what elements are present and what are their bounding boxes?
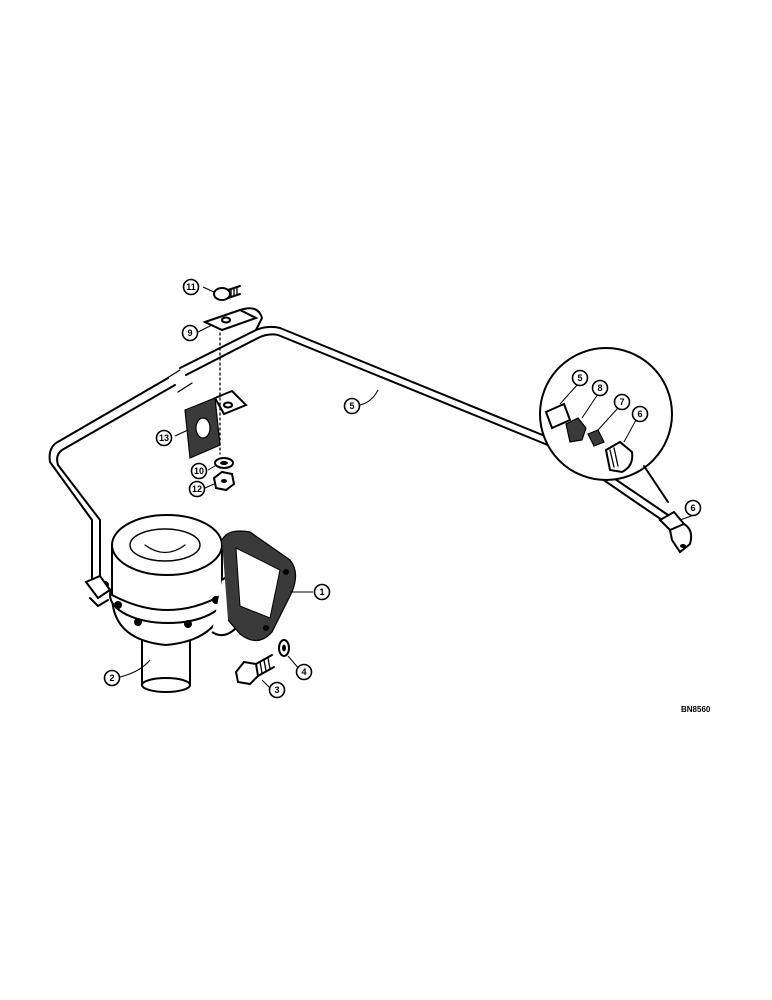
- callout-label: 9: [187, 328, 192, 338]
- bracket-icon: [184, 389, 248, 459]
- clip-icon: [202, 307, 263, 332]
- callout-2: 2: [103, 669, 121, 687]
- callout-label: 12: [192, 484, 202, 494]
- bolt-icon: [234, 654, 275, 686]
- callout-label: 11: [186, 282, 196, 292]
- callout-label: 5: [349, 401, 354, 411]
- callout-5-line: 5: [343, 397, 361, 415]
- callout-1: 1: [313, 583, 331, 601]
- screw-icon: [213, 285, 241, 301]
- callout-4: 4: [295, 663, 313, 681]
- callout-label: 10: [194, 466, 204, 476]
- callout-label: 8: [597, 383, 602, 393]
- elbow-fitting-icon: [658, 510, 693, 554]
- hex-nut-icon: [212, 470, 236, 492]
- reference-code: BN8560: [681, 705, 711, 714]
- callout-label: 4: [301, 667, 306, 677]
- callout-3: 3: [268, 681, 286, 699]
- callout-label: 13: [159, 433, 169, 443]
- callout-5-detail: 5: [571, 369, 589, 387]
- callout-label: 2: [109, 673, 114, 683]
- callout-label: 3: [274, 685, 279, 695]
- callout-label: 1: [319, 587, 324, 597]
- callout-label: 5: [577, 373, 582, 383]
- callout-label: 7: [619, 397, 624, 407]
- lock-washer-icon: [214, 457, 234, 469]
- callout-6-fitting: 6: [684, 499, 702, 517]
- detail-view: [539, 347, 673, 503]
- lock-washer-icon: [278, 639, 290, 657]
- callout-7: 7: [613, 393, 631, 411]
- callout-12: 12: [188, 480, 206, 498]
- callout-leaders: [119, 286, 695, 689]
- callout-label: 6: [637, 409, 642, 419]
- callout-10: 11: [182, 278, 200, 296]
- callout-13: 13: [155, 429, 173, 447]
- callout-11: 10: [190, 462, 208, 480]
- callout-6-detail: 6: [631, 405, 649, 423]
- fuel-pump-icon: [84, 514, 270, 693]
- callout-label: 6: [690, 503, 695, 513]
- callout-9: 9: [181, 324, 199, 342]
- callout-8: 8: [591, 379, 609, 397]
- mounting-gasket-icon: [221, 530, 297, 642]
